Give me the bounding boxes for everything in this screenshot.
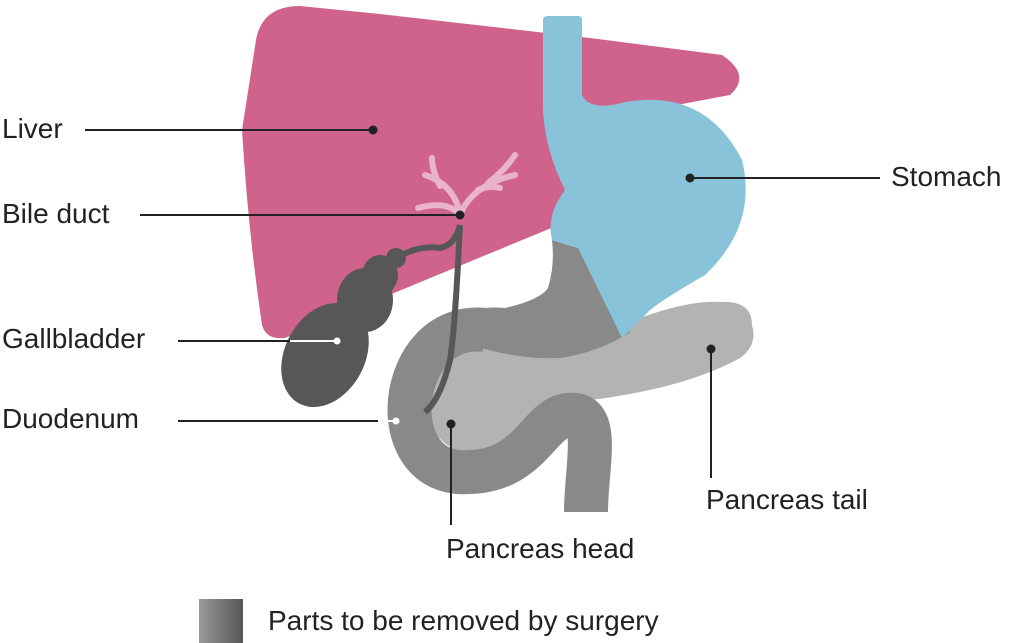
legend-swatch bbox=[199, 599, 243, 643]
legend-label: Parts to be removed by surgery bbox=[268, 605, 659, 636]
gallbladder-shape bbox=[281, 248, 406, 408]
label-duodenum: Duodenum bbox=[2, 403, 139, 434]
stomach-shape bbox=[543, 16, 746, 338]
bile-branches bbox=[415, 152, 518, 218]
label-pancreas-head: Pancreas head bbox=[446, 533, 635, 564]
bile-duct-shape bbox=[398, 224, 463, 415]
label-pancreas-tail: Pancreas tail bbox=[706, 484, 868, 515]
label-bile-duct: Bile duct bbox=[2, 198, 110, 229]
pancreas-shape bbox=[424, 301, 754, 453]
leader-lines bbox=[85, 125, 880, 525]
pylorus-shape bbox=[458, 240, 630, 359]
duodenum-shape bbox=[387, 307, 612, 513]
label-liver: Liver bbox=[2, 113, 63, 144]
liver-shape bbox=[242, 6, 740, 339]
label-stomach: Stomach bbox=[891, 161, 1002, 192]
label-gallbladder: Gallbladder bbox=[2, 323, 146, 354]
